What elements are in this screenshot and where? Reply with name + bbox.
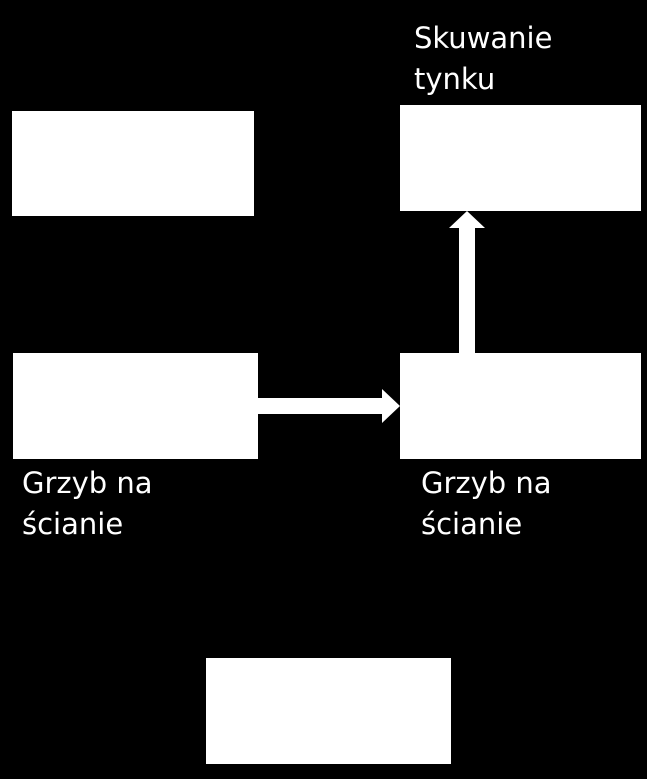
node-box-top-right: [400, 105, 641, 211]
label-skuwanie-tynku: Skuwanie tynku: [414, 18, 552, 100]
label-line: tynku: [414, 62, 496, 96]
label-grzyb-left: Grzyb na ścianie: [22, 463, 153, 545]
label-line: ścianie: [22, 507, 124, 541]
label-line: Grzyb na: [22, 466, 153, 500]
node-box-mid-left: [13, 353, 258, 459]
arrow-mid-left-to-mid-right: [258, 389, 400, 423]
node-box-mid-right: [400, 353, 641, 459]
node-box-top-left: [12, 111, 254, 216]
label-grzyb-right: Grzyb na ścianie: [421, 463, 552, 545]
label-line: Grzyb na: [421, 466, 552, 500]
label-line: ścianie: [421, 507, 523, 541]
node-box-bottom: [206, 658, 451, 764]
label-line: Skuwanie: [414, 21, 553, 55]
arrow-mid-right-to-top-right: [449, 211, 485, 353]
